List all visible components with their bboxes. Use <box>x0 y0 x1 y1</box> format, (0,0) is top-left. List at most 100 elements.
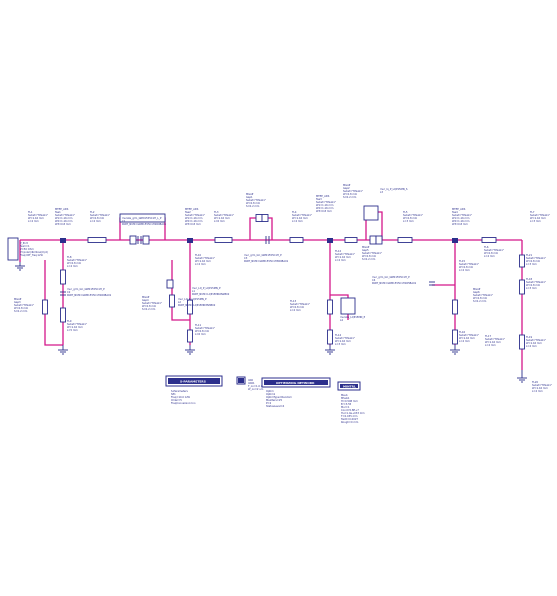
part-label: mur_LQ_P_LQP15MN_P L1 PART_NUM=LQP15MN2N… <box>192 286 230 296</box>
sparams-params: S-Parameters SP1 Freq=10.0 GHz Order=5 F… <box>171 389 196 405</box>
ground-icon <box>58 345 68 355</box>
part-label: mur_LQ_P_LQP15MN_P L2 PART_NUM=LQP15MN3N… <box>178 297 216 307</box>
tl-label: TL6 Subst="MSub1" W=0.8 mm L=4 mm <box>484 245 505 258</box>
part-block-3[interactable] <box>255 214 263 222</box>
part-label: mur_lq_P_LQP15MN_S L3 <box>380 187 408 194</box>
part-label: murata_grm_GRM1555C1H_L_P C1 PART_NUM=GR… <box>122 216 167 226</box>
part-block-10[interactable] <box>119 213 166 223</box>
tee-label: MTEE_ADS Tee4 Subst="MSub1" W1=1.16 mm W… <box>452 207 473 226</box>
capacitor-3[interactable] <box>429 281 435 286</box>
ground-icon <box>450 345 460 355</box>
gap-label: MGAP Gap5 Subst="MSub1" W=0.8 mm S=0.2 m… <box>362 245 383 261</box>
tl-vert-4[interactable] <box>169 294 175 308</box>
part-block-1[interactable] <box>129 235 137 245</box>
tl-label: TL17 Subst="MSub1" W=1.16 mm L=4 mm <box>485 334 506 347</box>
tl-vert-13[interactable] <box>519 254 525 268</box>
mintrl-title: MINTRL <box>343 385 356 389</box>
tl-vert-5[interactable] <box>327 299 333 315</box>
tl-label: TL15 Subst="MSub1" W=0.8 mm L=4 mm <box>459 259 480 272</box>
tl-label: TL14 Subst="MSub1" W=1.16 mm L=3 mm <box>335 333 356 346</box>
tl-label: TL2 Subst="MSub1" W=0.8 mm L=4 mm <box>90 210 111 223</box>
tl-vert-2[interactable] <box>42 299 48 315</box>
tl-vert-3[interactable] <box>187 299 193 315</box>
tl-label: TL13 Subst="MSub1" W=0.8 mm L=4 mm <box>290 299 311 312</box>
ground-icon <box>325 345 335 355</box>
gap-label: MGAP Gap2 Subst="MSub1" W=0.8 mm S=0.2 m… <box>343 183 364 199</box>
ground-icon <box>15 262 25 271</box>
tl-main-5[interactable] <box>397 237 413 243</box>
ground-icon <box>185 345 195 355</box>
tl-label: TL19 Subst="MSub1" W=1.16 mm L=4 mm <box>526 335 547 348</box>
gap-label: MGAP Gap3 Subst="MSub1" W=0.8 mm S=0.2 m… <box>14 297 35 313</box>
grounds <box>15 262 527 383</box>
tl-label: TL20 Subst="MSub1" W=1.16 mm L=4 mm <box>532 380 553 393</box>
tee-3[interactable] <box>327 238 333 243</box>
sparams-title: S-PARAMETERS <box>180 380 206 384</box>
tl-label: TL5 Subst="MSub1" W=0.8 mm L=3 mm <box>403 210 424 223</box>
capacitor-4[interactable] <box>60 291 66 296</box>
part-block-5[interactable] <box>369 235 377 245</box>
part-block-4[interactable] <box>261 214 269 222</box>
part-label: murata_LQP15MN_P L4 <box>340 315 366 322</box>
tl-label: TL7 Subst="MSub1" W=1.16 mm L=3 mm <box>530 210 551 223</box>
part-label: mur_grm_GC_GRM1555C1H_P C4 PART_NUM=GRM1… <box>372 275 417 285</box>
part-label: mur_grm_GC_GRM1555C1H_P C2 PART_NUM=GRM1… <box>67 287 112 297</box>
capacitor-1[interactable] <box>137 236 142 244</box>
tee-label: MTEE_ADS Tee1 Subst="MSub1" W1=1.16 mm W… <box>55 207 76 226</box>
tl-vert-12[interactable] <box>60 269 66 285</box>
tl-label: TL4 Subst="MSub1" W=1.16 mm L=4 mm <box>292 210 313 223</box>
mintrl-params: Msub MSub1 H=0.508 mm Er=3.55 Mur=1 Cond… <box>341 393 365 424</box>
tl-label: TL11 Subst="MSub1" W=0.8 mm L=6 mm <box>195 323 216 336</box>
optim-controller[interactable]: OPTIMIZING NETWORK Optim Optim1 OptimTyp… <box>261 377 331 408</box>
tl-vert-1[interactable] <box>60 307 66 323</box>
tee-label: MTEE_ADS Tee2 Subst="MSub1" W1=1.16 mm W… <box>185 207 206 226</box>
optim-params: Optim Optim1 OptimType=Random MaxIters=2… <box>266 389 293 408</box>
tl-label: TL18 Subst="MSub1" W=0.8 mm L=3 mm <box>526 277 547 290</box>
transmission-lines <box>42 237 525 350</box>
tl-label: TL3 Subst="MSub1" W=1.16 mm L=6 mm <box>214 210 235 223</box>
optim-title: OPTIMIZING NETWORK <box>276 381 315 385</box>
part-block-6[interactable] <box>375 235 383 245</box>
tl-vert-8[interactable] <box>452 329 458 345</box>
part-label: mur_grm_GC_GRM1555C1H_P C3 PART_NUM=GRM1… <box>244 253 289 263</box>
tl-vert-6[interactable] <box>327 329 333 345</box>
tl-label: TL10 Subst="MSub1" W=1.16 mm L=4 mm <box>195 253 216 266</box>
tl-main-6[interactable] <box>481 237 497 243</box>
tee-junctions <box>60 238 458 243</box>
tee-2[interactable] <box>187 238 193 243</box>
tl-label: TL16 Subst="MSub1" W=1.16 mm L=4 mm <box>459 330 480 343</box>
sparams-controller[interactable]: S-PARAMETERS S-Parameters SP1 Freq=10.0 … <box>165 375 223 405</box>
tl-main-4[interactable] <box>344 237 358 243</box>
part-block-8[interactable] <box>340 297 356 315</box>
tl-label: TL8 Subst="MSub1" W=0.8 mm L=4 mm <box>67 255 88 268</box>
mintrl-controller[interactable]: MINTRL Msub MSub1 H=0.508 mm Er=3.55 Mur… <box>337 381 365 424</box>
capacitors <box>60 236 435 296</box>
ground-icon <box>517 370 527 383</box>
tl-vert-11[interactable] <box>187 329 193 343</box>
var-params: VAR VAR1 T_on=1.0 mm W_on=2 um <box>248 378 266 391</box>
tl-vert-9[interactable] <box>519 279 525 295</box>
tee-label: MTEE_ADS Tee3 Subst="MSub1" W1=1.16 mm W… <box>316 194 337 213</box>
tl-vert-10[interactable] <box>519 334 525 350</box>
tee-1[interactable] <box>60 238 66 243</box>
part-block-2[interactable] <box>142 235 150 245</box>
var-block[interactable]: VAR VAR1 T_on=1.0 mm W_on=2 um <box>236 376 266 391</box>
tl-main-2[interactable] <box>214 237 233 243</box>
tl-main-1[interactable] <box>87 237 107 243</box>
tl-label: TL21 Subst="MSub1" W=0.8 mm L=3 mm <box>526 253 547 266</box>
tl-label: TL12 Subst="MSub1" W=1.16 mm L=4 mm <box>335 249 356 262</box>
tl-label: TL9 Subst="MSub1" W=1.16 mm L=5 mm <box>67 319 88 332</box>
part-blocks <box>7 205 383 315</box>
port-block[interactable] <box>7 237 19 261</box>
capacitor-2[interactable] <box>265 236 270 244</box>
tl-main-3[interactable] <box>289 237 304 243</box>
gap-label: MGAP Gap4 Subst="MSub1" W=0.8 mm S=0.2 m… <box>142 295 163 311</box>
port-label: P_Port Num=1 Z=50 Ohm P=polar(dbmtow(0),… <box>20 241 49 257</box>
tee-4[interactable] <box>452 238 458 243</box>
tl-label: TL1 Subst="MSub1" W=1.16 mm L=4 mm <box>28 210 49 223</box>
part-block-9[interactable] <box>363 205 379 221</box>
part-block-7[interactable] <box>166 279 174 289</box>
gap-label: MGAP Gap6 Subst="MSub1" W=0.8 mm S=0.2 m… <box>473 287 494 303</box>
tl-vert-7[interactable] <box>452 299 458 315</box>
